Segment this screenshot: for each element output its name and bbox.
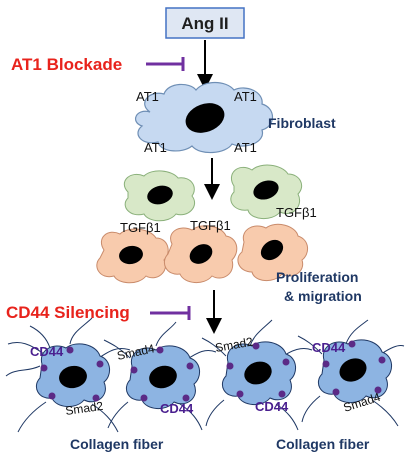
nucleus (147, 185, 173, 205)
cd44-silencing-inhibitor (150, 306, 191, 320)
nucleus (253, 180, 279, 200)
blue-cell-2 (126, 345, 200, 409)
ang-ii-box (165, 7, 245, 39)
tgf-label-middle: TGFβ1 (190, 218, 231, 233)
blue-cell-3 (222, 341, 296, 405)
tgf-label-left: TGFβ1 (120, 220, 161, 235)
tgf-label-right: TGFβ1 (276, 205, 317, 220)
at1-label-top-left: AT1 (136, 89, 159, 104)
smad2-label-1: Smad2 (64, 399, 104, 418)
collagen-cell-2 (103, 321, 217, 431)
tgf-cell-green-left (123, 170, 196, 222)
cd44-label-3: CD44 (255, 399, 289, 414)
nucleus (149, 365, 177, 389)
ang-ii-label: Ang II (181, 14, 228, 33)
cd44-label-2: CD44 (160, 401, 194, 416)
collagen-fiber-label-right: Collagen fiber (276, 436, 370, 452)
cd44-silencing-label: CD44 Silencing (6, 303, 130, 322)
cd44-label-1: CD44 (30, 344, 64, 359)
nucleus (339, 358, 367, 382)
collagen-cell-4 (297, 319, 405, 427)
collagen-fiber-label-left: Collagen fiber (70, 436, 164, 452)
collagen-cell-3 (201, 319, 313, 431)
tgf-cell-peach-right (237, 223, 308, 281)
collagen-cell-1 (5, 317, 131, 433)
proliferation-line1: Proliferation (276, 269, 358, 285)
at1-label-bottom-right: AT1 (234, 140, 257, 155)
smad2-label-2: Smad2 (214, 335, 254, 355)
fibroblast-nucleus (185, 103, 225, 133)
blue-cell-1 (36, 343, 110, 407)
cd44-receptor-dots (40, 340, 386, 402)
proliferation-line2: & migration (284, 288, 362, 304)
at1-label-top-right: AT1 (234, 89, 257, 104)
at1-blockade-inhibitor (146, 57, 185, 71)
at1-label-bottom-left: AT1 (144, 140, 167, 155)
fibroblast-cell (134, 81, 274, 154)
fibroblast-label: Fibroblast (268, 115, 336, 131)
nucleus (244, 361, 272, 385)
nucleus (119, 245, 143, 265)
nucleus (189, 244, 213, 264)
tgf-cell-peach-middle (164, 225, 238, 283)
at1-blockade-label: AT1 Blockade (11, 55, 122, 74)
nucleus (59, 365, 87, 389)
nucleus (260, 239, 284, 261)
tgf-cell-green-right (230, 164, 303, 219)
tgf-cell-peach-left (96, 228, 169, 284)
cd44-label-4: CD44 (312, 340, 346, 355)
